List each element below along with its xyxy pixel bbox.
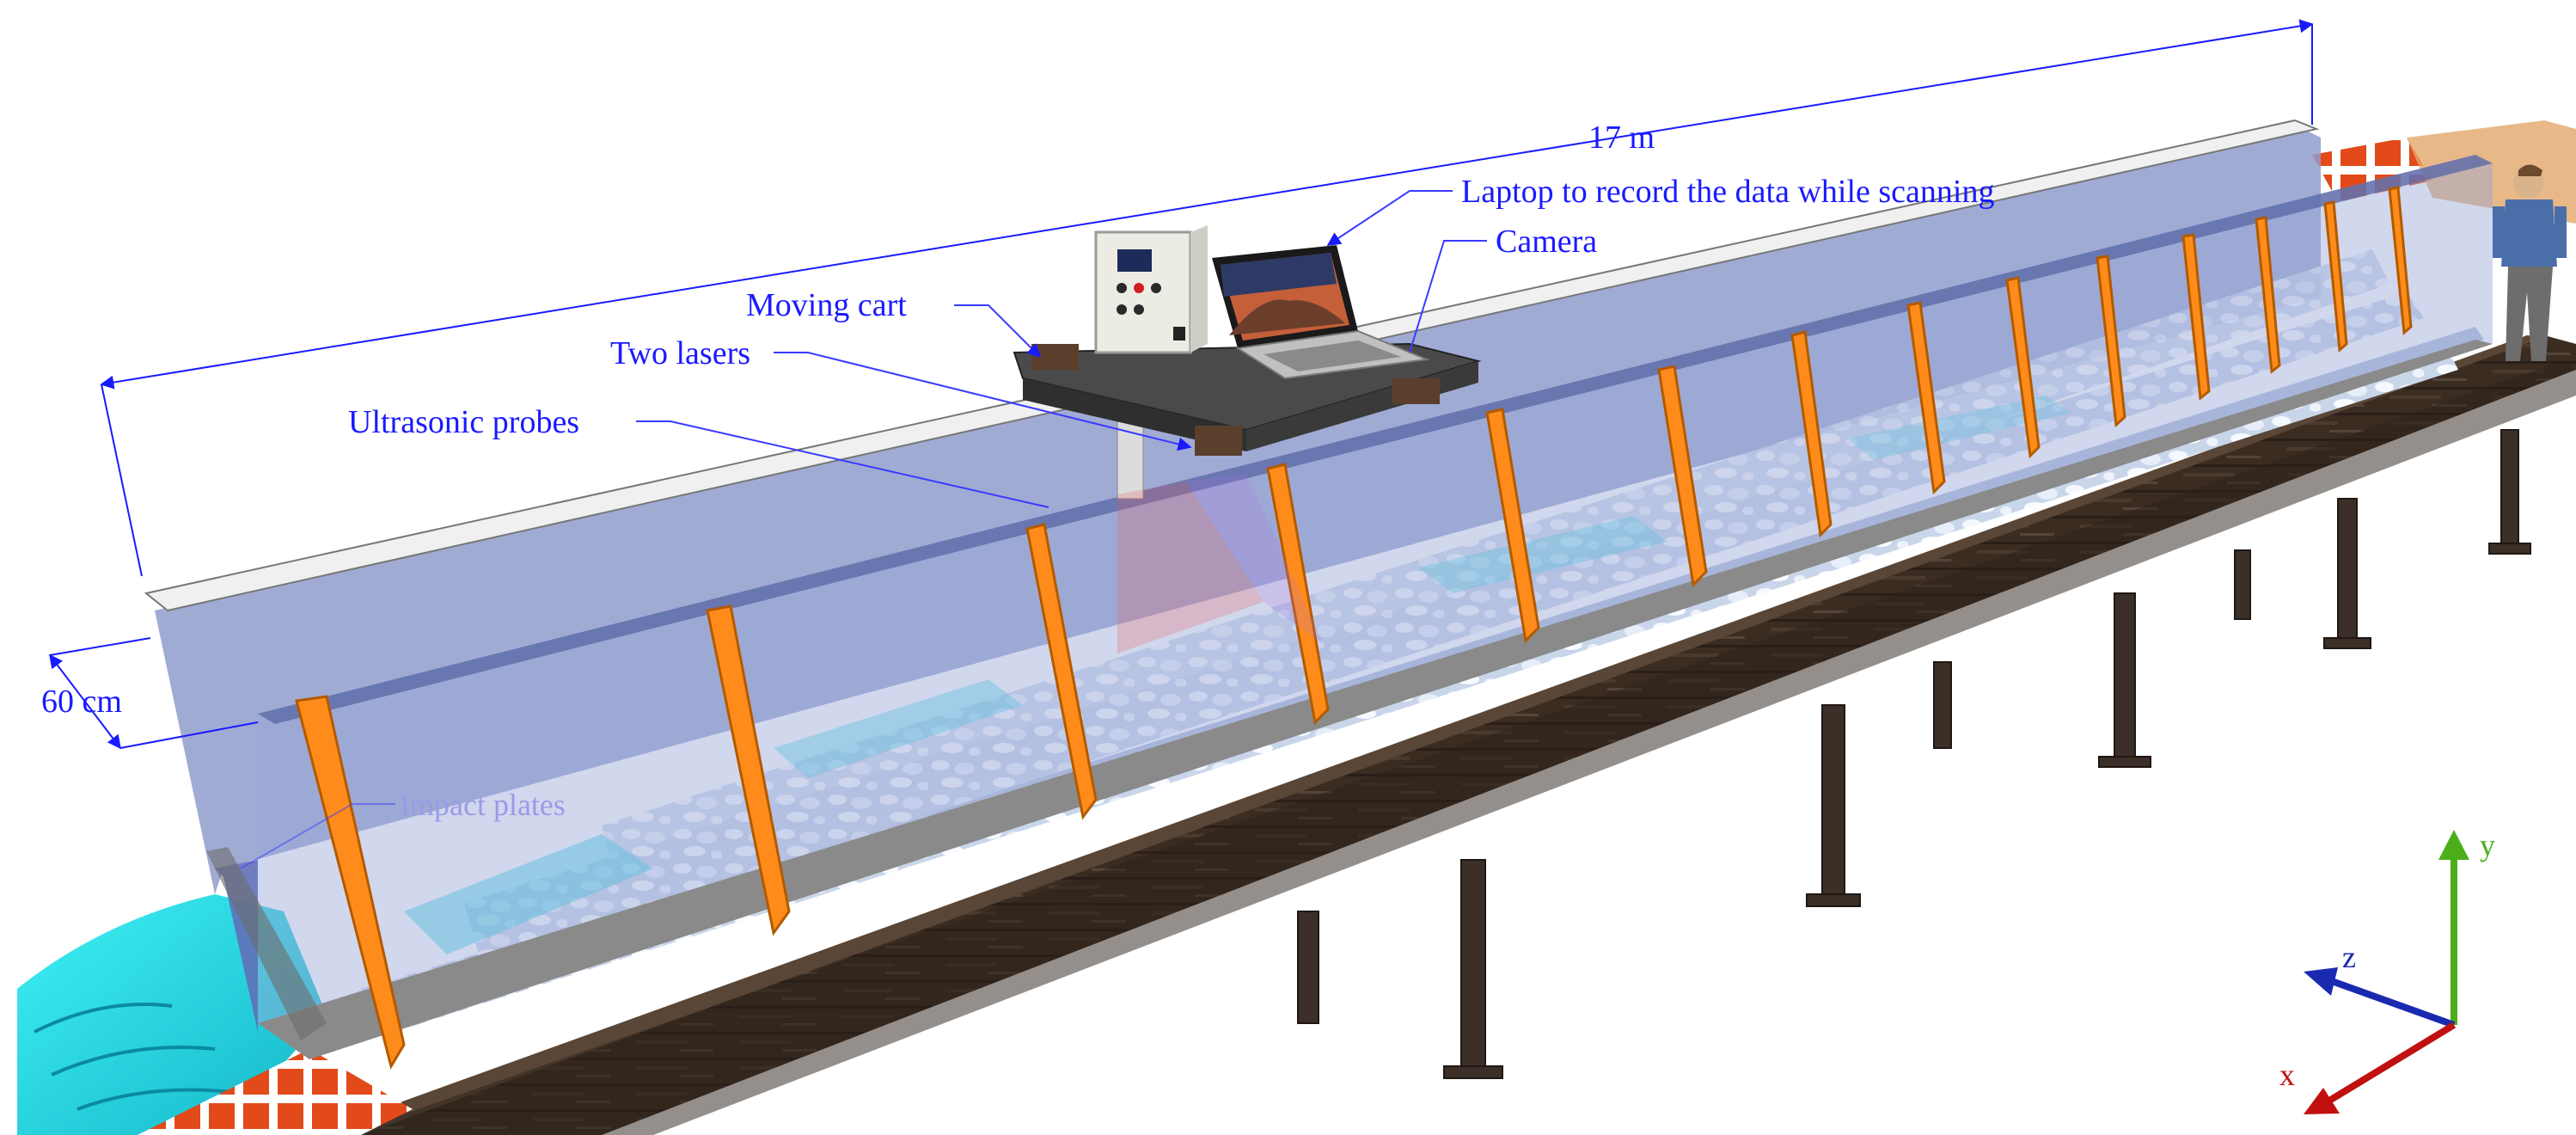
grating-bottom xyxy=(138,1049,413,1135)
upstream-tank xyxy=(2407,120,2576,224)
z-axis-arrow xyxy=(2328,977,2456,1028)
ultrasonic-probes-leader xyxy=(636,420,1049,508)
person xyxy=(2493,164,2567,361)
width-label: 60 cm xyxy=(41,684,122,720)
laptop-leader xyxy=(1326,190,1453,246)
impact-plates-leader xyxy=(240,803,395,869)
y-axis-label: y xyxy=(2480,828,2495,862)
coordinate-axes: y z x xyxy=(2279,828,2495,1114)
width-extension-top xyxy=(49,637,151,656)
ultrasonic-probes-label: Ultrasonic probes xyxy=(348,404,579,440)
impact-plates-label: Impact plates xyxy=(400,788,566,822)
z-axis-head xyxy=(2304,967,2338,996)
x-axis-arrow xyxy=(2327,1022,2457,1104)
two-lasers-leader xyxy=(774,352,1192,451)
two-lasers-label: Two lasers xyxy=(610,335,750,371)
instrument-rig xyxy=(1117,420,1324,653)
walkway-legs xyxy=(1297,429,2531,1079)
length-extension-left xyxy=(101,383,143,577)
control-box xyxy=(1094,225,1208,354)
camera-leader xyxy=(1409,240,1487,353)
x-axis-label: x xyxy=(2279,1058,2295,1092)
moving-cart-leader xyxy=(954,304,1042,359)
z-axis-label: z xyxy=(2342,940,2356,974)
x-axis-head xyxy=(2304,1088,2340,1114)
length-dimension-line xyxy=(100,19,2314,390)
width-dimension-line xyxy=(49,653,121,750)
moving-cart-label: Moving cart xyxy=(746,287,907,323)
y-axis-head xyxy=(2438,830,2469,860)
width-extension-bottom xyxy=(119,721,259,749)
length-label: 17 m xyxy=(1588,120,1655,156)
camera-label: Camera xyxy=(1496,224,1597,260)
walkway xyxy=(309,335,2576,1135)
laptop-label: Laptop to record the data while scanning xyxy=(1461,174,1994,210)
